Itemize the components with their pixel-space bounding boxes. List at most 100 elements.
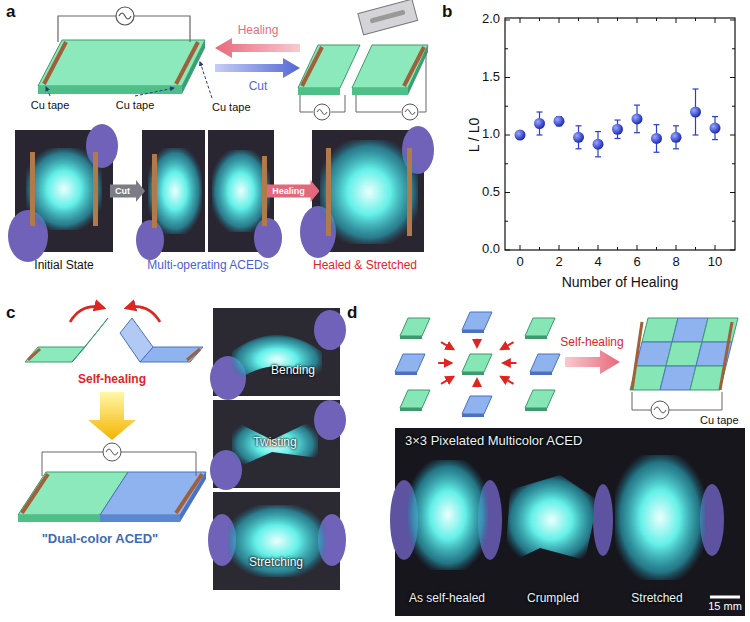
photo-sequence <box>262 156 267 226</box>
dual-color-photos <box>232 418 318 470</box>
cut-device-schematic <box>419 52 426 112</box>
dual-color-schematic <box>100 472 206 515</box>
ac-device-schematic <box>119 13 131 19</box>
pixel-tile <box>400 336 422 339</box>
pixel-photo <box>593 484 613 556</box>
photo-caption: Stretched <box>631 592 682 606</box>
ac-device-schematic <box>38 86 182 94</box>
panel-letter: b <box>442 2 452 22</box>
error-bar <box>615 138 621 139</box>
axis-title: L / L0 <box>466 118 482 153</box>
tick-label: 0 <box>516 255 523 270</box>
error-bar <box>654 124 660 125</box>
ac-device-schematic <box>58 16 116 42</box>
dual-color-schematic <box>42 452 103 476</box>
photo-panel: Twisting <box>213 400 340 488</box>
cut-device-schematic <box>358 0 418 35</box>
photo-panel: Stretching <box>213 492 340 590</box>
pixel-tile <box>525 318 555 336</box>
axis-title: Number of Healing <box>562 274 679 290</box>
data-point <box>573 132 584 143</box>
block-arrow-shape <box>267 180 320 202</box>
data-point <box>710 123 721 134</box>
photo-caption: Crumpled <box>527 592 579 606</box>
data-point <box>534 118 545 129</box>
pixel-tile <box>400 408 422 411</box>
y-tick <box>732 221 735 222</box>
photo-caption: Multi-operating ACEDs <box>147 259 268 273</box>
tick-label: 8 <box>672 255 679 270</box>
pixel-photo <box>395 428 745 616</box>
dual-color-schematic <box>18 515 100 522</box>
cut-device-schematic <box>331 95 345 112</box>
data-point <box>593 139 604 150</box>
x-tick <box>676 245 677 250</box>
pixel-tile <box>400 318 430 339</box>
panel-letter: c <box>6 303 15 323</box>
x-tick <box>676 18 677 23</box>
data-point <box>554 116 565 127</box>
photo-panel: Bending <box>213 308 340 396</box>
copper-tape <box>632 322 642 390</box>
arrow-label: Self-healing <box>560 336 623 350</box>
data-point <box>651 133 662 144</box>
pixel-photo <box>710 596 740 599</box>
x-tick <box>539 18 540 21</box>
pixel-tile <box>395 354 425 375</box>
panel-title: Bending <box>271 364 315 378</box>
error-bar <box>595 156 601 157</box>
pixel-tile <box>530 354 560 375</box>
y-tick <box>730 192 735 193</box>
ac-device-schematic <box>134 16 190 42</box>
dual-color-schematic <box>180 472 206 522</box>
tick-label: 2.0 <box>482 12 500 27</box>
cut-device-schematic <box>358 0 418 35</box>
device-name: "Dual-color ACED" <box>42 532 159 547</box>
part-label: Cu tape <box>700 414 739 427</box>
dual-color-schematic <box>22 474 48 513</box>
panel-title: Stretching <box>249 556 303 570</box>
data-point <box>690 107 701 118</box>
cut-heal-arrows <box>215 38 300 58</box>
pixel-photo <box>390 428 745 616</box>
merge-arrow <box>501 342 514 349</box>
panel-title: Twisting <box>253 436 296 450</box>
pixel-schematic <box>395 312 738 419</box>
y-tick <box>505 163 508 164</box>
cut-device-schematic <box>370 9 406 23</box>
panel-title: 3×3 Pixelated Multicolor ACED <box>405 434 582 449</box>
ac-device-schematic <box>38 40 205 86</box>
error-bar <box>654 152 660 153</box>
error-bar <box>595 131 601 132</box>
x-tick <box>637 245 638 250</box>
error-bar <box>576 148 582 149</box>
photo-caption: Initial State <box>34 259 93 273</box>
pixel-tile <box>525 408 547 411</box>
cut-device-schematic <box>302 47 322 86</box>
y-tick <box>732 48 735 49</box>
pixel-photo <box>615 455 705 580</box>
x-tick <box>559 18 560 23</box>
error-bar <box>615 119 621 120</box>
part-label: Cu tape <box>116 99 155 112</box>
y-tick <box>505 77 510 78</box>
pixel-tile <box>462 372 484 375</box>
merge-arrow <box>476 379 478 387</box>
photo-sequence <box>8 124 434 262</box>
dual-color-schematic <box>120 318 153 362</box>
cut-device-schematic <box>402 104 418 120</box>
y-tick <box>505 192 510 193</box>
tick-label: 0.0 <box>482 242 500 257</box>
y-tick <box>730 250 735 251</box>
tick-label: 6 <box>633 255 640 270</box>
dual-color-schematic <box>106 449 118 455</box>
pixel-tile <box>462 354 492 375</box>
x-tick <box>520 18 521 23</box>
x-tick <box>715 245 716 250</box>
cut-device-schematic <box>298 0 428 120</box>
error-bar <box>537 111 543 112</box>
error-bar <box>693 134 699 135</box>
pixel-tile <box>400 390 430 411</box>
dual-color-photos <box>232 335 322 384</box>
